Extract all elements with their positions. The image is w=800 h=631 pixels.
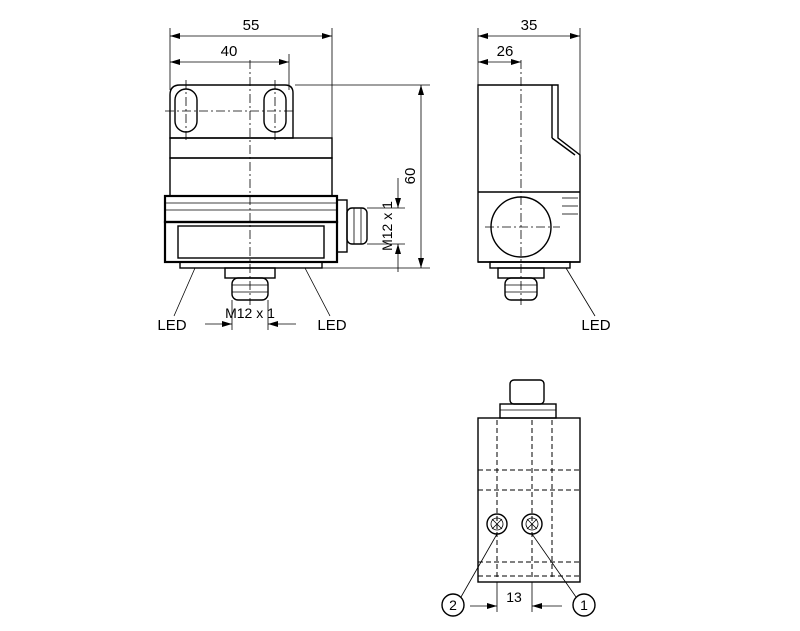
bottom-view bbox=[460, 379, 581, 598]
led-label-left: LED bbox=[157, 317, 186, 334]
dim-13: 13 bbox=[470, 582, 562, 612]
dim-35: 35 bbox=[477, 17, 581, 155]
side-body-outline bbox=[477, 84, 581, 263]
dim-40: 40 bbox=[170, 43, 290, 90]
led-leader-right bbox=[565, 267, 596, 317]
dim-26-text: 26 bbox=[497, 43, 514, 60]
led-leader-left bbox=[173, 267, 196, 317]
dim-side-thread-text: M12 x 1 bbox=[379, 201, 395, 251]
front-led-band bbox=[163, 194, 339, 224]
bottom-body bbox=[477, 417, 581, 583]
front-view bbox=[163, 60, 368, 317]
front-bracket bbox=[169, 84, 294, 139]
led-label-mid: LED bbox=[317, 317, 346, 334]
side-view bbox=[477, 60, 596, 317]
front-body-top bbox=[169, 137, 333, 159]
front-side-connector bbox=[336, 199, 368, 253]
callout-2-text: 2 bbox=[449, 597, 457, 613]
callout-1-text: 1 bbox=[580, 597, 588, 613]
dim-bottom-thread: M12 x 1 bbox=[205, 300, 296, 330]
callout-1: 1 bbox=[572, 593, 596, 617]
dim-26: 26 bbox=[478, 43, 521, 65]
bottom-view-connector bbox=[499, 379, 557, 419]
dim-13-text: 13 bbox=[506, 589, 522, 605]
dim-55-text: 55 bbox=[243, 17, 260, 34]
front-lower-body bbox=[163, 220, 339, 264]
callout-2: 2 bbox=[441, 593, 465, 617]
dim-side-thread: M12 x 1 bbox=[367, 178, 405, 272]
dim-60: 60 bbox=[295, 84, 430, 269]
dim-40-text: 40 bbox=[221, 43, 238, 60]
led-leader-mid bbox=[304, 267, 331, 317]
dim-55: 55 bbox=[169, 17, 333, 138]
dim-bottom-thread-text: M12 x 1 bbox=[225, 305, 275, 321]
led-label-right: LED bbox=[581, 317, 610, 334]
side-bottom-connector bbox=[497, 267, 545, 301]
dim-35-text: 35 bbox=[521, 17, 538, 34]
front-window bbox=[177, 225, 325, 259]
front-body bbox=[169, 157, 333, 197]
dim-60-text: 60 bbox=[402, 168, 419, 185]
